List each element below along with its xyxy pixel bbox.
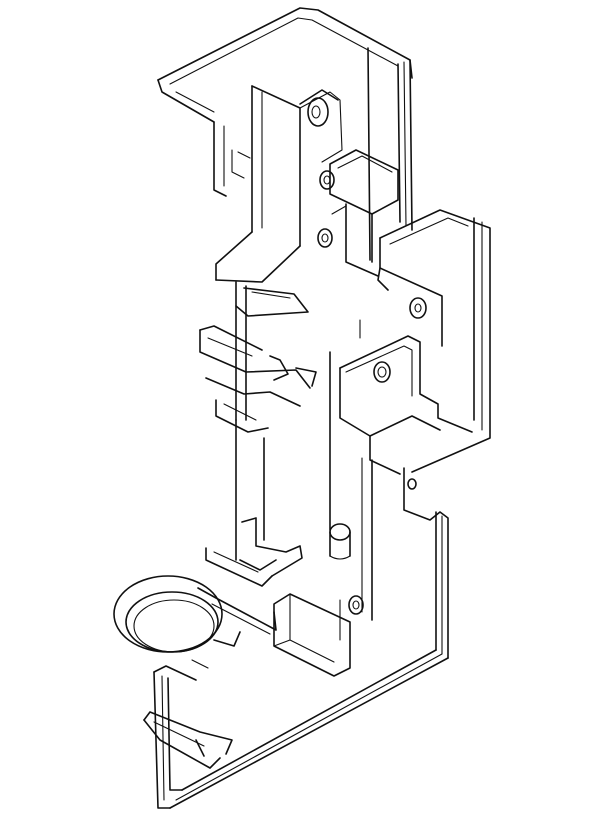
cylinder-peg bbox=[329, 523, 351, 560]
central-channel bbox=[215, 85, 343, 283]
lower-base-clip bbox=[143, 711, 233, 769]
base-left-edge bbox=[153, 665, 197, 809]
lower-right-wall bbox=[169, 467, 449, 809]
right-box-module bbox=[339, 209, 491, 475]
central-spine bbox=[235, 281, 373, 621]
upper-latch-brackets bbox=[329, 149, 399, 277]
detail-ribs bbox=[191, 149, 361, 669]
round-cup bbox=[113, 575, 277, 653]
right-upper-wall bbox=[367, 47, 413, 261]
mounting-holes bbox=[317, 170, 427, 615]
lower-block bbox=[273, 593, 351, 677]
top-boss bbox=[299, 89, 339, 127]
mid-clip-arms bbox=[199, 287, 317, 433]
lower-central-clip bbox=[205, 517, 303, 587]
